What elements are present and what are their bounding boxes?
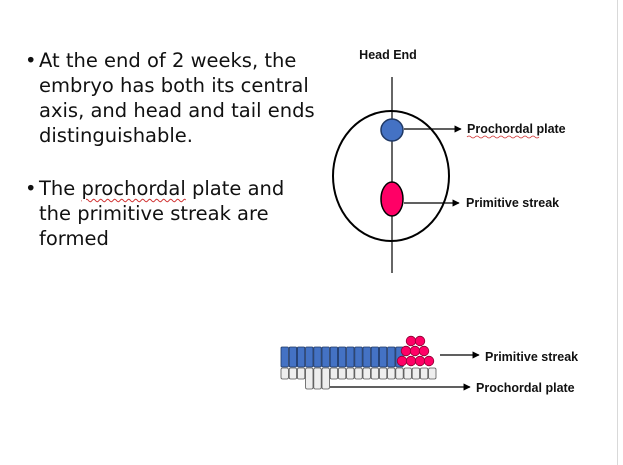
endoderm-cell	[378, 367, 388, 380]
section-streak-label: Primitive streak	[485, 350, 578, 364]
section-prochordal-label: Prochordal plate	[476, 381, 575, 395]
streak-cell	[409, 345, 421, 357]
embryonic-disc-diagram: Head End Prochordal plate Primitive stre…	[332, 48, 566, 273]
endoderm-cell	[362, 367, 371, 380]
endoderm-cell	[428, 367, 437, 380]
ectoderm-cell	[321, 346, 330, 368]
streak-cell	[405, 355, 417, 367]
endoderm-cell	[296, 367, 306, 380]
streak-cell	[418, 345, 430, 357]
endoderm-cell	[419, 367, 429, 380]
ectoderm-cell	[313, 346, 322, 368]
ectoderm-cell	[362, 346, 371, 368]
prochordal-label: Prochordal plate	[467, 122, 566, 136]
prochordal-cell	[313, 367, 322, 390]
ectoderm-cell	[346, 346, 355, 368]
ectoderm-cell	[337, 346, 347, 368]
spellcheck-flagged-word: prochordal	[81, 177, 186, 200]
endoderm-cell	[403, 367, 412, 380]
streak-cell	[396, 355, 408, 367]
ectoderm-cell	[288, 346, 298, 368]
ectoderm-cell	[296, 346, 306, 368]
ectoderm-cell	[329, 346, 339, 368]
head-end-label: Head End	[359, 48, 417, 62]
bullet-item-axis: At the end of 2 weeks, the embryo has bo…	[25, 48, 316, 148]
streak-cell	[423, 355, 435, 367]
prochordal-plate-shape	[380, 118, 404, 142]
bullet-text-axis: At the end of 2 weeks, the embryo has bo…	[39, 49, 315, 147]
spellcheck-underline	[466, 135, 540, 139]
streak-cell	[400, 345, 412, 357]
endoderm-cell	[329, 367, 339, 380]
primitive-streak-cells	[396, 335, 435, 367]
endoderm-cell	[288, 367, 298, 380]
streak-cell	[405, 335, 417, 347]
endoderm-cell	[411, 367, 421, 380]
bullet-item-formation: The prochordal plate and the primitive s…	[25, 176, 316, 251]
streak-cell	[414, 335, 426, 347]
streak-cell	[414, 355, 426, 367]
endoderm-cell	[395, 367, 404, 380]
endoderm-cell	[346, 367, 355, 380]
primitive-streak-shape	[380, 181, 404, 217]
ectoderm-cell	[280, 346, 289, 368]
cross-section-diagram: Primitive streak Prochordal plate	[280, 335, 578, 395]
endoderm-cell	[387, 367, 396, 380]
endoderm-cell	[370, 367, 380, 380]
ectoderm-cell	[354, 346, 363, 368]
bullet-text-after: plate and the primitive streak are forme…	[39, 177, 285, 250]
endoderm-cell	[354, 367, 363, 380]
ectoderm-cell	[370, 346, 380, 368]
endoderm-cell	[280, 367, 289, 380]
embryonic-disc-outline	[332, 110, 450, 242]
prochordal-cell	[321, 367, 330, 390]
streak-label: Primitive streak	[466, 196, 559, 210]
prochordal-cell	[305, 367, 314, 390]
ectoderm-cells	[280, 346, 404, 368]
ectoderm-cell	[305, 346, 314, 368]
endoderm-cell	[337, 367, 347, 380]
bullet-text-before: The	[39, 177, 82, 200]
endoderm-cells	[280, 367, 437, 390]
ectoderm-cell	[387, 346, 396, 368]
ectoderm-cell	[378, 346, 388, 368]
bullet-list: At the end of 2 weeks, the embryo has bo…	[25, 48, 316, 279]
